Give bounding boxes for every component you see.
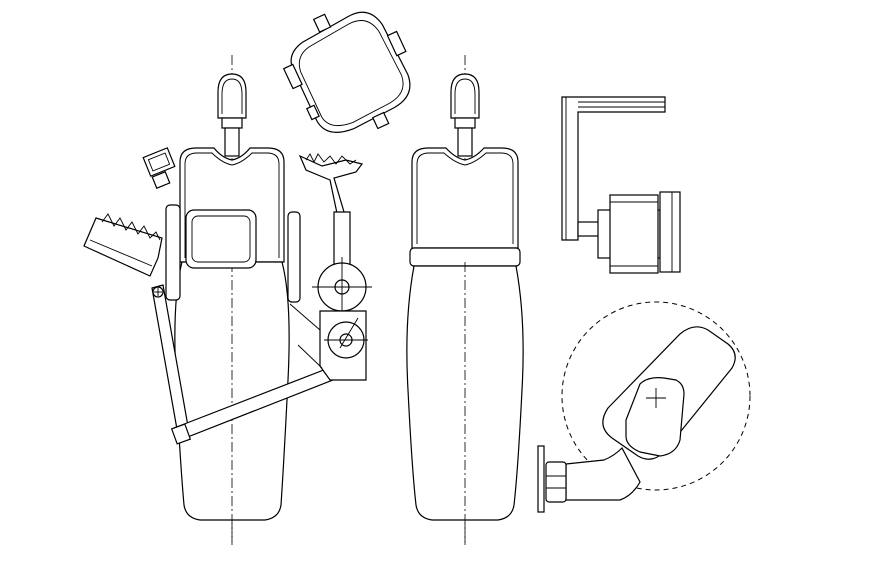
bracket-arm <box>561 96 666 241</box>
lamp-head-housing <box>290 11 411 134</box>
swivel-arm-mount <box>545 461 567 503</box>
chair-2-headrest <box>450 73 480 157</box>
bracket-motor-body <box>609 194 659 274</box>
chair-1-swivel-base <box>312 257 372 317</box>
bracket-end-plate <box>659 191 681 273</box>
swivel-arm-elbow <box>565 447 641 501</box>
lamp-head-view <box>282 11 411 134</box>
swivel-arm-plan <box>537 301 751 513</box>
swivel-arm-wall-plate <box>537 445 545 513</box>
swivel-arm-hub <box>625 377 685 457</box>
chair-1-headrest <box>217 73 247 157</box>
swivel-radius-circle <box>561 301 751 491</box>
chair-top-view-with-accessories <box>83 55 372 545</box>
lamp-handle-left <box>282 63 303 90</box>
side-elevation-bracket <box>561 96 681 274</box>
lamp-knob-bottom <box>371 111 390 130</box>
bracket-joint <box>577 221 601 237</box>
chair-2-backrest <box>411 147 519 249</box>
chair-1-cuspidor-unit <box>142 147 176 189</box>
chair-1-pedestal <box>289 303 368 381</box>
chair-1-right-armrest <box>287 211 301 303</box>
chair-1-left-armrest <box>165 204 181 301</box>
chair-1-console-frame <box>185 209 257 269</box>
lamp-handle-right <box>386 30 407 57</box>
chair-top-view-plain <box>406 55 524 545</box>
lamp-knob-top <box>312 13 332 33</box>
chair-1-instrument-tray <box>83 213 163 277</box>
